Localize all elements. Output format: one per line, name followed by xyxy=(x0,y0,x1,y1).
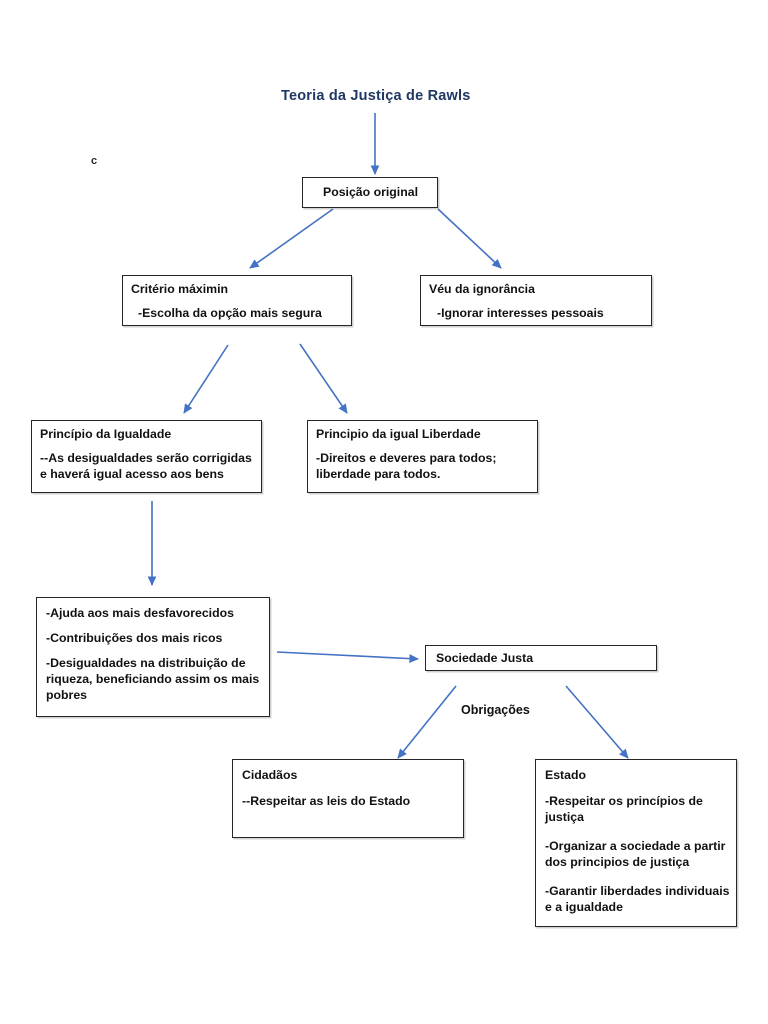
node-principio-igualdade-item: --As desigualdades serão corrigidas e ha… xyxy=(40,451,256,482)
node-posicao-original[interactable]: Posição original xyxy=(302,177,438,208)
page-title: Teoria da Justiça de Rawls xyxy=(281,88,471,104)
node-consequencias-item-1: -Ajuda aos mais desfavorecidos xyxy=(46,606,234,620)
edge-label-obrigacoes: Obrigações xyxy=(461,703,530,717)
node-estado-title: Estado xyxy=(545,768,586,782)
node-estado[interactable]: Estado -Respeitar os princípios de justi… xyxy=(535,759,737,927)
node-estado-item-3: -Garantir liberdades individuais e a igu… xyxy=(545,884,733,915)
node-principio-igualdade[interactable]: Princípio da Igualdade --As desigualdade… xyxy=(31,420,262,493)
node-principio-igualdade-title: Princípio da Igualdade xyxy=(40,427,172,441)
arrow-consequencias-to-sociedade-justa xyxy=(276,651,419,663)
node-principio-igual-liberdade[interactable]: Principio da igual Liberdade -Direitos e… xyxy=(307,420,538,493)
node-veu-da-ignorancia-item: -Ignorar interesses pessoais xyxy=(437,306,604,320)
node-estado-item-2: -Organizar a sociedade a partir dos prin… xyxy=(545,839,729,870)
arrow-posicao-to-veu xyxy=(437,208,502,269)
node-criterio-maximin-item: -Escolha da opção mais segura xyxy=(138,306,322,320)
node-cidadaos-title: Cidadãos xyxy=(242,768,298,782)
node-criterio-maximin[interactable]: Critério máximin -Escolha da opção mais … xyxy=(122,275,352,326)
node-veu-da-ignorancia[interactable]: Véu da ignorância -Ignorar interesses pe… xyxy=(420,275,652,326)
node-consequencias-item-2: -Contribuições dos mais ricos xyxy=(46,631,223,645)
arrow-sociedade-to-cidadaos xyxy=(397,685,457,759)
arrow-criterio-to-liberdade xyxy=(299,343,348,414)
node-criterio-maximin-title: Critério máximin xyxy=(131,282,229,296)
arrow-criterio-to-igualdade xyxy=(183,344,229,414)
node-veu-da-ignorancia-title: Véu da ignorância xyxy=(429,282,535,296)
arrow-sociedade-to-estado xyxy=(565,685,629,759)
node-principio-igual-liberdade-item: -Direitos e deveres para todos; liberdad… xyxy=(316,451,500,482)
node-consequencias-item-3: -Desigualdades na distribuição de riquez… xyxy=(46,656,263,703)
node-sociedade-justa-title: Sociedade Justa xyxy=(436,651,534,665)
node-estado-item-1: -Respeitar os princípios de justiça xyxy=(545,794,707,825)
node-cidadaos[interactable]: Cidadãos --Respeitar as leis do Estado xyxy=(232,759,464,838)
node-posicao-original-title: Posição original xyxy=(323,185,418,199)
node-principio-igual-liberdade-title: Principio da igual Liberdade xyxy=(316,427,481,441)
arrow-posicao-to-criterio xyxy=(249,208,334,269)
node-sociedade-justa[interactable]: Sociedade Justa xyxy=(425,645,657,671)
node-cidadaos-item: --Respeitar as leis do Estado xyxy=(242,794,411,808)
stray-character: c xyxy=(91,155,98,167)
node-consequencias[interactable]: -Ajuda aos mais desfavorecidos -Contribu… xyxy=(36,597,270,717)
